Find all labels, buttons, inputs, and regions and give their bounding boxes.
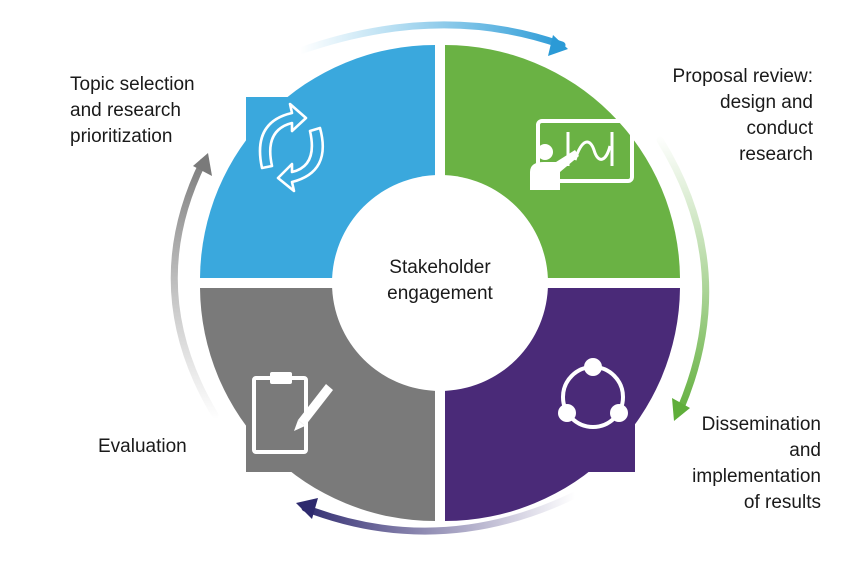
clipboard-pen-icon <box>252 372 333 454</box>
label-line: Proposal review: <box>672 66 813 87</box>
label-line: design and <box>720 92 813 113</box>
label-line: and research <box>70 100 181 121</box>
label-line: and <box>789 440 821 461</box>
center-hub <box>332 175 548 391</box>
cycle-arrowhead-top <box>548 35 568 56</box>
label-line: implementation <box>692 466 821 487</box>
refresh-cycle-icon <box>258 102 325 193</box>
label-evaluation: Evaluation <box>98 434 187 460</box>
cycle-arrow-left <box>170 158 219 419</box>
presenter-board-icon <box>530 119 634 190</box>
cycle-arrowhead-left <box>193 153 212 176</box>
cycle-arrow-top <box>296 21 566 55</box>
label-line: Topic selection <box>70 74 195 95</box>
label-line: conduct <box>746 118 813 139</box>
label-line: Dissemination <box>701 414 821 435</box>
center-label: Stakeholder engagement <box>340 255 540 307</box>
cycle-arrowhead-right <box>672 398 690 421</box>
cycle-arrowhead-bottom <box>296 498 318 519</box>
share-network-icon <box>558 358 628 429</box>
label-topic-selection: Topic selection and research prioritizat… <box>70 72 195 150</box>
segment-tab-topic <box>246 97 326 177</box>
label-line: Evaluation <box>98 436 187 457</box>
label-proposal-review: Proposal review: design and conduct rese… <box>673 64 813 168</box>
center-label-line: Stakeholder <box>389 257 491 278</box>
label-line: of results <box>743 492 821 513</box>
label-dissemination: Dissemination and implementation of resu… <box>692 412 821 516</box>
cycle-arrow-right <box>656 136 710 414</box>
label-line: research <box>739 144 813 165</box>
label-line: prioritization <box>70 126 173 147</box>
cycle-arrow-bottom <box>301 491 579 535</box>
center-label-line: engagement <box>387 283 493 304</box>
